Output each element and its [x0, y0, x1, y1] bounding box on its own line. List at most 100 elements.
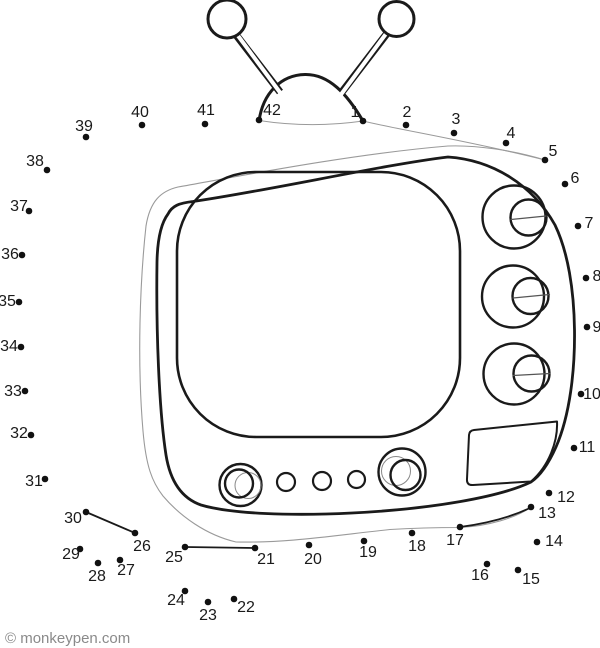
puzzle-dot-19[interactable]: [360, 537, 368, 545]
dot-label-17: 17: [446, 532, 464, 549]
puzzle-dot-35[interactable]: [15, 298, 23, 306]
dot-label-8: 8: [593, 268, 600, 285]
dot-label-14: 14: [545, 533, 563, 550]
dot-label-25: 25: [165, 549, 183, 566]
dot-label-4: 4: [507, 125, 516, 142]
tv-illustration: [139, 0, 576, 543]
puzzle-dot-9[interactable]: [583, 323, 591, 331]
antenna-ball-right: [377, 0, 416, 38]
puzzle-dot-28[interactable]: [94, 559, 102, 567]
puzzle-dot-31[interactable]: [41, 475, 49, 483]
puzzle-dot-12[interactable]: [545, 489, 553, 497]
puzzle-dot-18[interactable]: [408, 529, 416, 537]
antenna-rod-left-fill: [232, 29, 285, 98]
puzzle-dot-7[interactable]: [574, 222, 582, 230]
drawn-connections-layer: [85, 120, 546, 549]
dot-label-2: 2: [403, 104, 412, 121]
dot-label-21: 21: [257, 551, 275, 568]
tv-dial-knob-top[interactable]: [481, 184, 548, 250]
dot-label-34: 34: [0, 338, 18, 355]
puzzle-dot-41[interactable]: [201, 120, 209, 128]
puzzle-dot-16[interactable]: [483, 560, 491, 568]
puzzle-dot-23[interactable]: [204, 598, 212, 606]
puzzle-dot-8[interactable]: [582, 274, 590, 282]
dot-label-11: 11: [579, 439, 596, 456]
puzzle-dot-21[interactable]: [251, 544, 259, 552]
puzzle-dot-39[interactable]: [82, 133, 90, 141]
dot-label-39: 39: [75, 118, 93, 135]
dot-label-9: 9: [593, 319, 600, 336]
tv-casing: [155, 155, 576, 516]
dial-inner: [509, 198, 548, 237]
puzzle-dot-37[interactable]: [25, 207, 33, 215]
tv-outer-shell-outline: [139, 145, 546, 543]
dot-label-29: 29: [62, 546, 80, 563]
dot-label-32: 32: [10, 425, 28, 442]
puzzle-dot-29[interactable]: [76, 545, 84, 553]
tv-side-panel: [465, 420, 559, 487]
dot-label-16: 16: [471, 567, 489, 584]
dot-label-36: 36: [1, 246, 19, 263]
dot-label-5: 5: [549, 143, 558, 160]
dot-label-40: 40: [131, 104, 149, 121]
knob-inner: [223, 468, 255, 499]
tv-channel-knob[interactable]: [377, 447, 427, 497]
dot-label-1: 1: [351, 104, 360, 121]
tv-volume-knob[interactable]: [218, 462, 263, 508]
puzzle-dot-22[interactable]: [230, 595, 238, 603]
watermark-text: © monkeypen.com: [5, 630, 130, 647]
dot-label-41: 41: [197, 102, 215, 119]
puzzle-dot-17[interactable]: [456, 523, 464, 531]
puzzle-dot-38[interactable]: [43, 166, 51, 174]
puzzle-dot-4[interactable]: [502, 139, 510, 147]
dot-label-15: 15: [522, 571, 540, 588]
knob-inner: [389, 458, 422, 492]
connection-line-30-26: [85, 511, 136, 534]
dot-label-24: 24: [167, 592, 185, 609]
puzzle-dot-1[interactable]: [359, 117, 367, 125]
dial-slot: [512, 372, 551, 377]
tv-button-2[interactable]: [311, 470, 333, 492]
dot-label-13: 13: [538, 505, 556, 522]
tv-button-1[interactable]: [275, 471, 297, 493]
puzzle-dot-15[interactable]: [514, 566, 522, 574]
puzzle-dot-42[interactable]: [255, 116, 263, 124]
puzzle-dot-6[interactable]: [561, 180, 569, 188]
puzzle-dot-33[interactable]: [21, 387, 29, 395]
dot-label-31: 31: [25, 473, 43, 490]
connection-line-25-21: [184, 546, 256, 549]
dot-label-27: 27: [117, 562, 135, 579]
tv-antenna: [206, 0, 416, 123]
dot-label-38: 38: [26, 153, 44, 170]
antenna-ball-left: [206, 0, 248, 40]
puzzle-dot-36[interactable]: [18, 251, 26, 259]
puzzle-dot-20[interactable]: [305, 541, 313, 549]
puzzle-dot-5[interactable]: [541, 156, 549, 164]
puzzle-dot-11[interactable]: [570, 444, 578, 452]
tv-button-3[interactable]: [346, 469, 367, 490]
dot-label-3: 3: [452, 111, 461, 128]
puzzle-dot-32[interactable]: [27, 431, 35, 439]
puzzle-dot-13[interactable]: [527, 503, 535, 511]
puzzle-dot-3[interactable]: [450, 129, 458, 137]
puzzle-dot-2[interactable]: [402, 121, 410, 129]
knob-outer: [218, 462, 263, 508]
dot-label-6: 6: [571, 170, 580, 187]
connection-line-1-5: [362, 120, 546, 161]
puzzle-dot-40[interactable]: [138, 121, 146, 129]
puzzle-dot-26[interactable]: [131, 529, 139, 537]
puzzle-dot-10[interactable]: [577, 390, 585, 398]
connection-line-17-13: [459, 506, 532, 528]
dial-inner: [511, 276, 550, 316]
dot-label-10: 10: [583, 386, 600, 403]
puzzle-dot-27[interactable]: [116, 556, 124, 564]
puzzle-dot-24[interactable]: [181, 587, 189, 595]
tv-dial-knob-middle[interactable]: [480, 264, 551, 329]
puzzle-dot-14[interactable]: [533, 538, 541, 546]
tv-dial-knob-bottom[interactable]: [482, 342, 551, 406]
puzzle-dot-34[interactable]: [17, 343, 25, 351]
puzzle-dot-25[interactable]: [181, 543, 189, 551]
puzzle-dot-30[interactable]: [82, 508, 90, 516]
